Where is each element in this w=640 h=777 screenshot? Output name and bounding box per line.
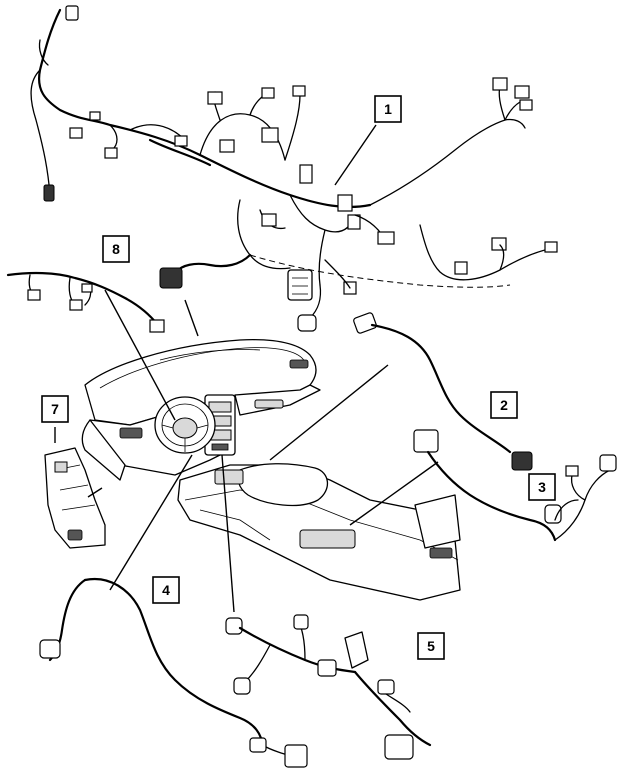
floor-console xyxy=(177,463,461,601)
svg-text:7: 7 xyxy=(51,401,59,417)
svg-text:3: 3 xyxy=(538,479,546,495)
svg-text:2: 2 xyxy=(500,397,508,413)
leader-lines xyxy=(54,124,439,613)
svg-text:1: 1 xyxy=(384,101,392,117)
callout-4: 4 xyxy=(152,576,180,604)
svg-text:5: 5 xyxy=(427,638,435,654)
instrument-panel xyxy=(81,339,321,481)
callout-7: 7 xyxy=(41,395,69,423)
harness-1 xyxy=(30,5,558,332)
bracket-7 xyxy=(44,447,106,549)
callout-2: 2 xyxy=(490,391,518,419)
harness-8 xyxy=(6,271,165,333)
svg-text:4: 4 xyxy=(162,582,170,598)
harness-2 xyxy=(353,312,533,471)
harness-5 xyxy=(225,614,432,760)
svg-text:8: 8 xyxy=(112,241,120,257)
harness-4 xyxy=(39,577,308,768)
callout-5: 5 xyxy=(417,632,445,660)
callout-3: 3 xyxy=(528,473,556,501)
callout-1: 1 xyxy=(374,95,402,123)
harness-3 xyxy=(413,429,617,542)
callout-8: 8 xyxy=(102,235,130,263)
